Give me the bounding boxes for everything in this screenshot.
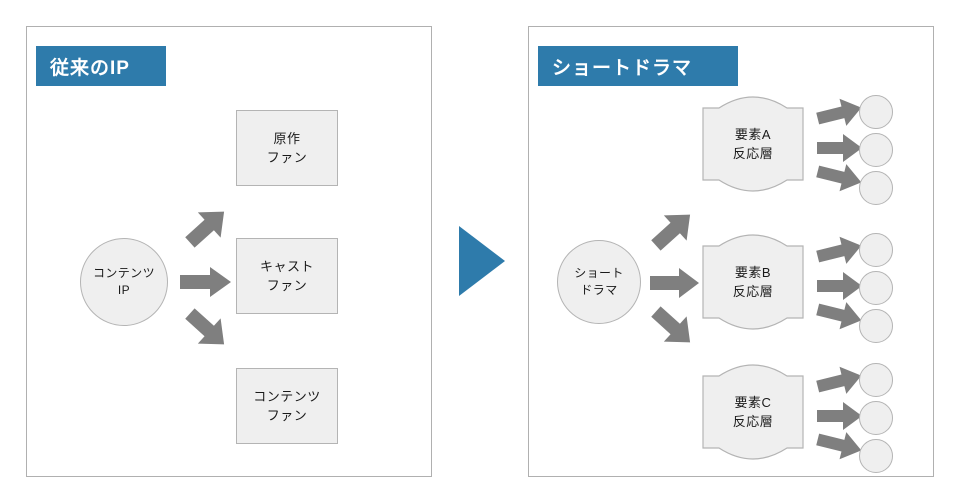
- arrow-down-right-icon: [816, 428, 863, 462]
- node-content-ip-line1: コンテンツ: [92, 265, 155, 280]
- arrow-right-icon: [817, 271, 863, 301]
- fan-circle: [859, 233, 893, 267]
- node-cast-fan: キャスト ファン: [236, 238, 338, 314]
- arrow-down-right-icon: [648, 300, 698, 354]
- arrow-right-icon: [650, 267, 700, 299]
- arrow-up-right-icon: [648, 203, 698, 257]
- node-element-a-layer: 要素A 反応層: [701, 96, 805, 192]
- arrow-up-right-icon: [816, 96, 863, 130]
- arrow-up-right-icon: [816, 234, 863, 268]
- node-content-fan-line2: ファン: [266, 408, 308, 423]
- fan-circle: [859, 401, 893, 435]
- fan-circle: [859, 171, 893, 205]
- arrow-right-icon: [817, 133, 863, 163]
- arrow-right-icon: [817, 401, 863, 431]
- arrow-down-right-icon: [816, 160, 863, 194]
- fan-circle: [859, 309, 893, 343]
- fan-circle: [859, 271, 893, 305]
- arrow-down-right-icon: [816, 298, 863, 332]
- node-original-fan: 原作 ファン: [236, 110, 338, 186]
- arrow-up-right-icon: [816, 364, 863, 398]
- node-cast-fan-line1: キャスト: [259, 258, 314, 274]
- arrow-down-right-icon: [182, 302, 232, 356]
- node-original-fan-line1: 原作: [273, 130, 301, 146]
- arrow-right-icon: [180, 266, 232, 298]
- node-content-fan: コンテンツ ファン: [236, 368, 338, 444]
- node-element-b-layer: 要素B 反応層: [701, 234, 805, 330]
- node-short-drama-line1: ショート: [574, 265, 624, 280]
- node-element-c-layer: 要素C 反応層: [701, 364, 805, 460]
- fan-circle: [859, 133, 893, 167]
- node-original-fan-line2: ファン: [266, 150, 308, 165]
- node-content-fan-line1: コンテンツ: [253, 388, 321, 404]
- node-short-drama-line2: ドラマ: [580, 283, 618, 297]
- play-triangle-icon: [459, 226, 505, 296]
- legacy-ip-banner: 従来のIP: [36, 46, 166, 86]
- fan-circle: [859, 363, 893, 397]
- node-content-ip-line2: IP: [117, 283, 131, 297]
- arrow-up-right-icon: [182, 200, 232, 254]
- node-content-ip: コンテンツ IP: [80, 238, 168, 326]
- node-cast-fan-line2: ファン: [266, 278, 308, 293]
- short-drama-banner: ショートドラマ: [538, 46, 738, 86]
- fan-circle: [859, 95, 893, 129]
- fan-circle: [859, 439, 893, 473]
- node-short-drama: ショート ドラマ: [557, 240, 641, 324]
